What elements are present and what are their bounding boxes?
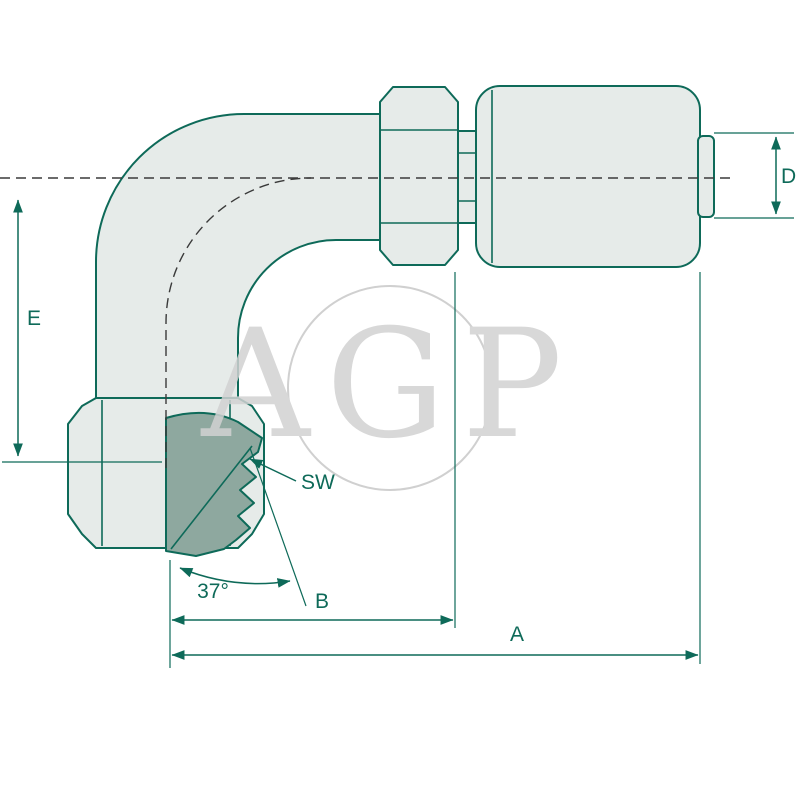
flare-face-line	[170, 445, 253, 550]
callout-SW: SW	[249, 458, 335, 494]
dim-B-label: B	[315, 590, 329, 613]
flare-angle-label: 37°	[197, 580, 229, 603]
callout-flare-angle: 37°	[179, 447, 307, 607]
crimp-shell	[475, 85, 701, 268]
watermark-text: AGP	[200, 298, 578, 472]
dim-E-label: E	[27, 307, 41, 330]
dim-A-label: A	[510, 623, 524, 646]
centerline-elbow	[165, 177, 312, 468]
flare-cone	[165, 411, 263, 557]
dimension-B: B	[171, 272, 456, 628]
dim-D-label: D	[781, 165, 796, 188]
sw-label: SW	[301, 471, 335, 494]
dimension-D: D	[714, 132, 796, 219]
hose-tail	[697, 135, 715, 218]
watermark: AGP	[200, 285, 578, 491]
watermark-circle	[287, 285, 493, 491]
stem	[457, 130, 477, 224]
elbow-tube	[95, 113, 381, 399]
fitting-body	[67, 85, 715, 557]
dimension-E: E	[2, 199, 162, 463]
sw-leader-arrow	[249, 458, 297, 482]
flare-angle-extension-line	[249, 447, 307, 607]
flare-angle-arc	[179, 567, 291, 588]
hex-nut	[379, 86, 459, 266]
dimension-A: A	[169, 272, 701, 668]
